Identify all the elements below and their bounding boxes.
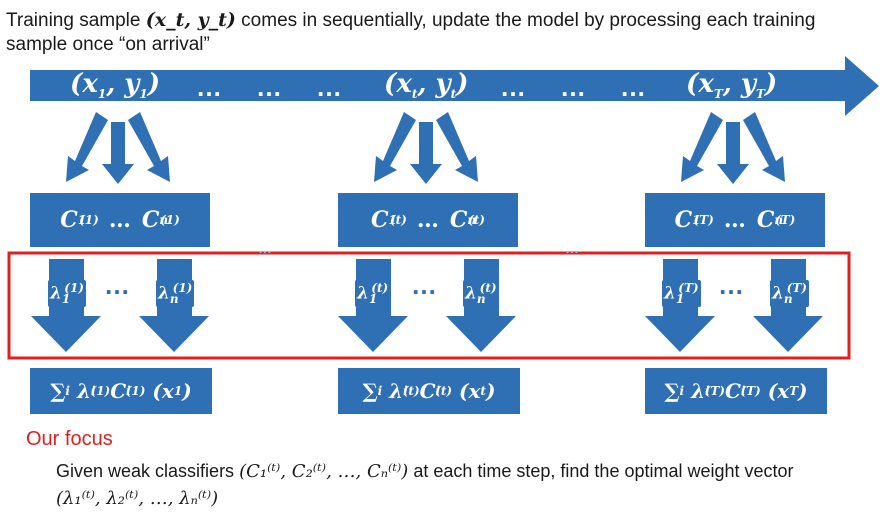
lambda-first-T: λ1(T) [662,280,701,308]
sample-label-T: (xT, yT) [686,69,778,102]
timeline-dots-1b: … [256,72,286,102]
focus-weight-tuple: (λ₁⁽ᵗ⁾, λ₂⁽ᵗ⁾, …, λₙ⁽ᵗ⁾) [56,488,219,509]
classifier-dots: … [416,207,440,233]
intro-prefix: Training sample [6,10,146,31]
focus-prefix: Given weak classifiers [56,461,240,481]
focus-description: Given weak classifiers (C₁⁽ᵗ⁾, C₂⁽ᵗ⁾, …,… [56,458,876,512]
timeline-arrow [30,56,879,116]
gap-dots-2: … [565,240,581,256]
timeline-dots-2c: … [620,72,650,102]
focus-suffix: at each time step, find the optimal weig… [408,461,794,481]
timeline-dots-1c: … [316,72,346,102]
intro-pair: (x_t, y_t) [145,9,236,31]
lambda-last-T: λn(T) [770,280,809,308]
fan-arrows-step-2 [374,112,478,184]
focus-title: Our focus [26,428,113,450]
focus-classifier-tuple: (C₁⁽ᵗ⁾, C₂⁽ᵗ⁾, …, Cₙ⁽ᵗ⁾) [239,461,409,482]
lambda-dots-t: … [411,270,439,300]
sample-label-t: (xt, yt) [384,69,469,102]
fan-arrows-step-3 [681,112,785,184]
lambda-first-1: λ1(1) [48,280,86,308]
gap-dots-1: … [258,240,274,256]
timeline-dots-2b: … [560,72,590,102]
intro-suffix: comes in sequentially, update the model … [6,10,816,55]
intro-text: Training sample (x_t, y_t) comes in sequ… [6,8,856,57]
lambda-dots-1: … [104,270,132,300]
timeline-dots-2a: … [500,72,530,102]
lambda-dots-T: … [718,270,746,300]
fan-arrows-step-1 [66,112,170,184]
classifier-dots: … [723,207,747,233]
timeline-dots-1a: … [196,72,226,102]
lambda-first-t: λ1(t) [355,280,391,308]
classifier-dots: … [108,207,132,233]
lambda-last-1: λn(1) [156,280,195,308]
lambda-last-t: λn(t) [463,280,499,308]
sample-label-1: (x1, y1) [70,69,161,102]
focus-highlight-box [7,251,851,360]
